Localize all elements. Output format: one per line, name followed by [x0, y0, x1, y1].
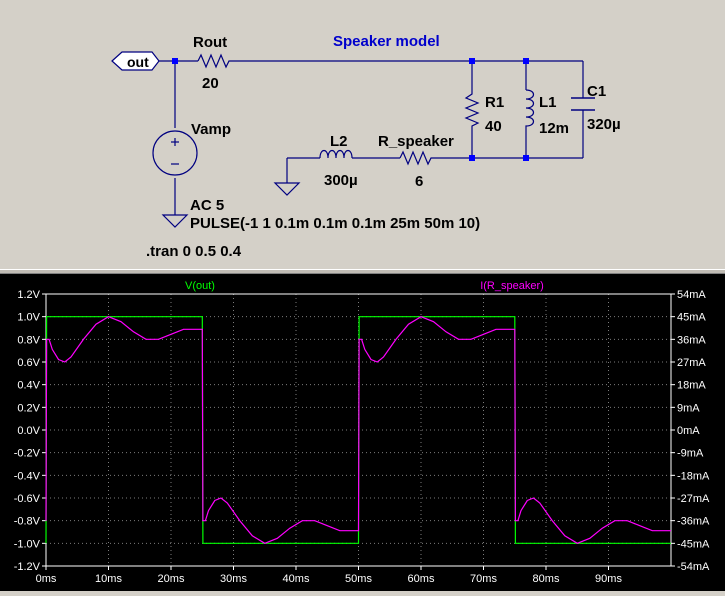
right-tick-label: -36mA — [677, 516, 710, 528]
vamp-ac-label: AC 5 — [190, 197, 224, 214]
x-tick-label: 30ms — [220, 573, 247, 585]
right-tick-label: 54mA — [677, 289, 706, 301]
l1-inductor[interactable] — [525, 89, 535, 128]
schematic-canvas[interactable]: out Rout 20 Vamp AC 5 PULSE(-1 1 0.1m 0.… — [0, 0, 725, 269]
trace-current — [45, 316, 671, 544]
left-tick-label: -0.8V — [14, 516, 41, 528]
left-tick-label: 1.2V — [17, 289, 40, 301]
left-tick-label: 0.2V — [17, 402, 40, 414]
r-speaker-resistor[interactable] — [399, 150, 460, 166]
x-tick-label: 0ms — [36, 573, 57, 585]
l2-value-label: 300µ — [324, 172, 358, 189]
traces — [45, 316, 671, 544]
schematic-editor[interactable]: out Rout 20 Vamp AC 5 PULSE(-1 1 0.1m 0.… — [0, 0, 725, 269]
c1-name-label: C1 — [587, 83, 606, 100]
x-tick-label: 20ms — [158, 573, 185, 585]
right-tick-label: -54mA — [677, 561, 710, 573]
left-tick-label: 1.0V — [17, 312, 40, 324]
left-tick-label: -1.2V — [14, 561, 41, 573]
left-tick-label: 0.6V — [17, 357, 40, 369]
x-axis-ticks: 0ms 10ms 20ms 30ms 40ms 50ms 60ms 70ms 80ms 90ms — [36, 566, 622, 585]
legend-entry[interactable]: I(R_speaker) — [480, 280, 544, 292]
trace-legend[interactable]: V(out) I(R_speaker) — [185, 280, 544, 292]
r1-resistor[interactable] — [464, 90, 480, 128]
rout-value-label: 20 — [202, 75, 219, 92]
r1-name-label: R1 — [485, 94, 504, 111]
pane-splitter[interactable] — [0, 269, 725, 274]
l2-name-label: L2 — [330, 133, 348, 150]
rout-name-label: Rout — [193, 34, 227, 51]
wire-junctions — [172, 58, 529, 161]
rout-resistor[interactable] — [197, 53, 232, 69]
x-tick-label: 90ms — [595, 573, 622, 585]
l1-value-label: 12m — [539, 120, 569, 137]
legend-entry[interactable]: V(out) — [185, 280, 215, 292]
left-axis-ticks: 1.2V 1.0V 0.8V 0.6V 0.4V 0.2V 0.0V -0.2V -0.4V -0… — [14, 289, 46, 573]
left-tick-label: -0.2V — [14, 448, 41, 460]
right-tick-label: 36mA — [677, 334, 706, 346]
out-port-label: out — [127, 54, 149, 70]
c1-value-label: 320µ — [587, 116, 621, 133]
x-tick-label: 60ms — [408, 573, 435, 585]
x-tick-label: 40ms — [283, 573, 310, 585]
right-tick-label: 27mA — [677, 357, 706, 369]
right-tick-label: 45mA — [677, 312, 706, 324]
left-tick-label: -1.0V — [14, 538, 41, 550]
wires — [159, 60, 584, 215]
ground-symbol — [161, 182, 301, 228]
tran-directive[interactable]: .tran 0 0.5 0.4 — [146, 243, 242, 260]
out-port[interactable]: out — [111, 51, 160, 71]
right-axis-ticks: 54mA 45mA 36mA 27mA 18mA 9mA 0mA -9mA -18mA -27mA… — [671, 289, 710, 573]
right-tick-label: 18mA — [677, 380, 706, 392]
r-speaker-value-label: 6 — [415, 173, 423, 190]
left-tick-label: 0.8V — [17, 334, 40, 346]
r1-value-label: 40 — [485, 118, 502, 135]
right-tick-label: 0mA — [677, 425, 700, 437]
vamp-voltage-source[interactable] — [152, 130, 198, 176]
speaker-model-title[interactable]: Speaker model — [333, 33, 440, 50]
r-speaker-name-label: R_speaker — [378, 133, 454, 150]
right-tick-label: -45mA — [677, 538, 710, 550]
vamp-name-label: Vamp — [191, 121, 231, 138]
x-tick-label: 70ms — [470, 573, 497, 585]
right-tick-label: 9mA — [677, 402, 700, 414]
left-tick-label: -0.4V — [14, 470, 41, 482]
right-tick-label: -9mA — [677, 448, 704, 460]
right-tick-label: -27mA — [677, 493, 710, 505]
left-tick-label: -0.6V — [14, 493, 41, 505]
left-tick-label: 0.4V — [17, 380, 40, 392]
left-tick-label: 0.0V — [17, 425, 40, 437]
c1-capacitor[interactable] — [571, 97, 595, 111]
x-tick-label: 80ms — [533, 573, 560, 585]
l1-name-label: L1 — [539, 94, 557, 111]
vamp-pulse-label: PULSE(-1 1 0.1m 0.1m 0.1m 25m 50m 10) — [190, 215, 480, 232]
x-tick-label: 10ms — [95, 573, 122, 585]
right-tick-label: -18mA — [677, 470, 710, 482]
l2-inductor[interactable] — [319, 149, 353, 159]
x-tick-label: 50ms — [345, 573, 372, 585]
